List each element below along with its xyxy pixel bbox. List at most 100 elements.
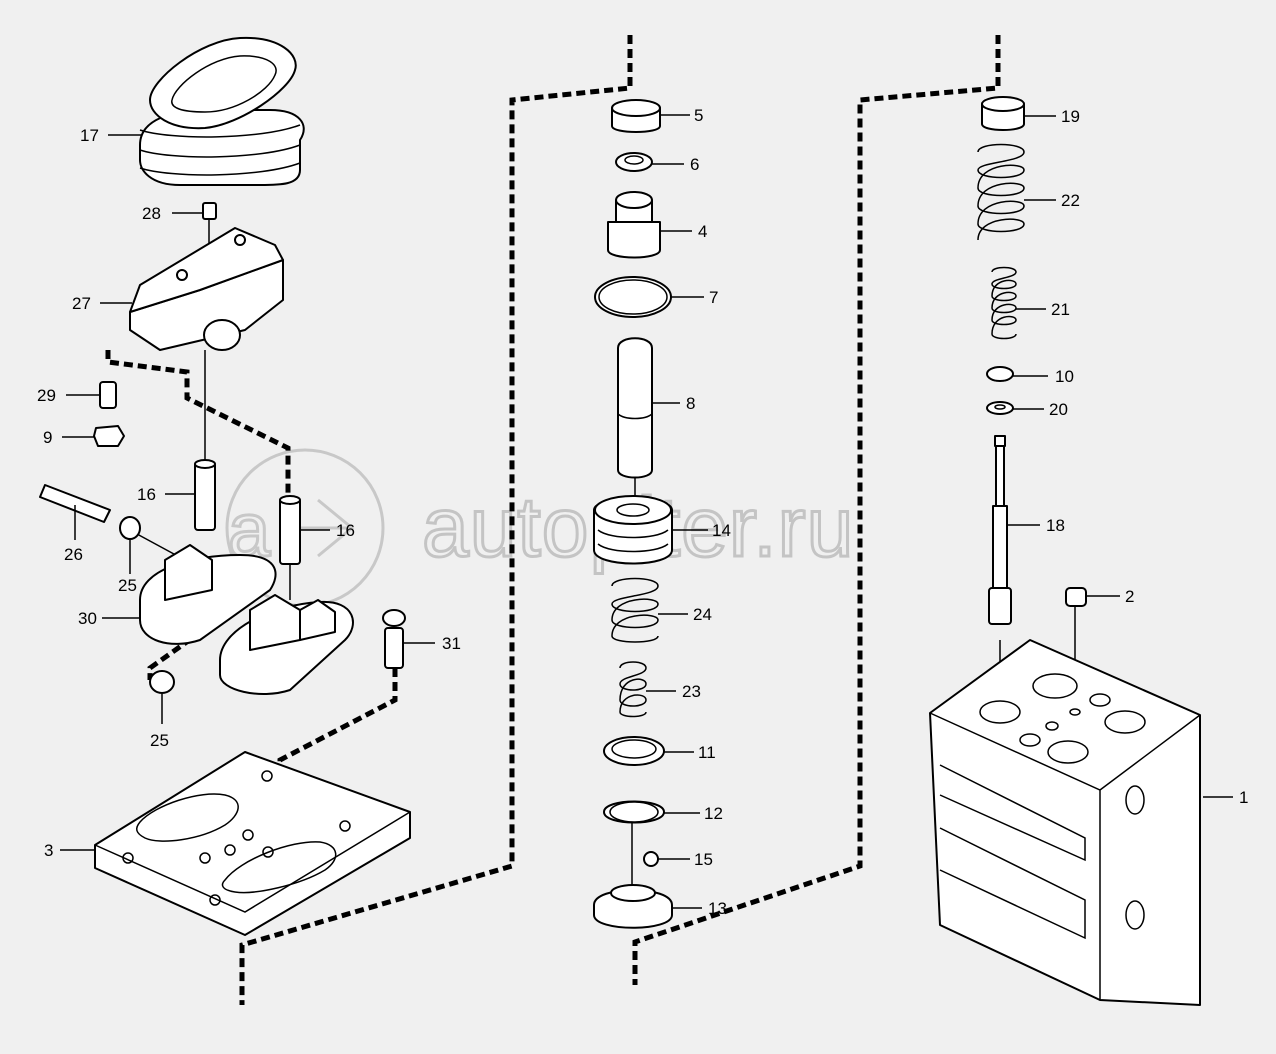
lever-block-top (129, 227, 284, 313)
callout-22: 22 (1061, 191, 1080, 210)
gasket-plate-body (94, 751, 411, 936)
right-column-parts (977, 96, 1087, 625)
dash-line-middle (632, 35, 1001, 985)
pin-16a-body (194, 461, 216, 531)
stem-18-middle (992, 505, 1008, 589)
pin-16b (279, 495, 301, 565)
spring-21 (991, 266, 1017, 340)
bolt-31-body (384, 627, 404, 669)
spring-seat-14-top (594, 495, 672, 525)
bolt-31-head (382, 609, 406, 627)
spring-21-coils (991, 266, 1017, 340)
plug-2 (1065, 587, 1087, 607)
spring-24 (611, 577, 659, 643)
guide-4-base (607, 221, 661, 259)
callout-7: 7 (709, 288, 718, 307)
yoke-right-ear-2 (299, 599, 336, 641)
lever-pivot (203, 319, 241, 351)
bolt-31 (382, 609, 406, 669)
seal-6 (615, 152, 653, 172)
callout-9: 9 (43, 428, 52, 447)
leader-lines (60, 114, 1233, 909)
callouts: 1 2 3 4 5 6 7 8 9 10 11 12 13 14 15 16 1… (37, 106, 1248, 918)
valve-body-outline (929, 639, 1201, 1006)
callout-12: 12 (704, 804, 723, 823)
callout-8: 8 (686, 394, 695, 413)
stem-18 (988, 435, 1012, 625)
callout-11: 11 (698, 743, 716, 762)
cap-19-top (981, 96, 1025, 112)
callout-27: 27 (72, 294, 91, 313)
bushing-25a (119, 516, 141, 540)
gasket-window-2 (221, 841, 337, 894)
set-screw-29 (99, 381, 117, 409)
bellows-top (149, 36, 297, 130)
pin-16b-body (279, 497, 301, 565)
stem-18-base (988, 587, 1012, 625)
stem-18-tip (994, 435, 1006, 447)
yoke-left-ear (164, 544, 213, 601)
callout-3: 3 (44, 841, 53, 860)
oring-7 (594, 276, 672, 318)
nut-9 (93, 425, 125, 447)
lever-hole-1 (176, 269, 188, 281)
spring-24-coils (611, 577, 659, 643)
gasket-window-1 (135, 793, 239, 842)
bellows-folds (139, 124, 301, 176)
set-screw-28 (202, 202, 217, 220)
plunger-8 (617, 337, 653, 479)
yoke-right-ear (249, 594, 301, 651)
bellows-part (139, 36, 305, 186)
retainer-13-top (610, 884, 656, 902)
washer-11 (603, 736, 665, 766)
callout-23: 23 (682, 682, 701, 701)
valve-body-groove-2 (939, 827, 1086, 940)
cap-5-top (611, 99, 661, 117)
callout-4: 4 (698, 222, 707, 241)
valve-body-edges (929, 712, 1201, 1000)
ball-15 (643, 851, 659, 867)
callout-19: 19 (1061, 107, 1080, 126)
clip-10 (986, 366, 1014, 382)
gasket-plate-3 (94, 751, 411, 936)
dash-line-left (239, 35, 633, 1005)
callout-6: 6 (690, 155, 699, 174)
callout-24: 24 (693, 605, 712, 624)
dash-line-lever (105, 350, 291, 498)
callout-1: 1 (1239, 788, 1248, 807)
callout-26: 26 (64, 545, 83, 564)
bushing-25b (149, 670, 175, 694)
valve-body-1 (929, 639, 1201, 1006)
watermark-logo-arrow (300, 498, 355, 558)
washer-20 (986, 401, 1014, 415)
spring-22 (977, 143, 1025, 241)
callout-5: 5 (694, 106, 703, 125)
valve-body-groove-1 (939, 764, 1086, 862)
callout-25b: 25 (150, 731, 169, 750)
snap-ring-12 (603, 800, 665, 824)
lever-hole-2 (234, 234, 246, 246)
bellows-opening (171, 55, 277, 113)
pin-16a (194, 459, 216, 531)
yoke-base-30 (139, 544, 354, 696)
spring-22-coils (977, 143, 1025, 241)
callout-30: 30 (78, 609, 97, 628)
callout-10: 10 (1055, 367, 1074, 386)
spring-23 (619, 661, 647, 718)
watermark: a autopiter.ru (225, 448, 855, 608)
pin-16a-top (194, 459, 216, 469)
callout-16b: 16 (336, 521, 355, 540)
stem-18-upper (995, 445, 1005, 507)
callout-31: 31 (442, 634, 461, 653)
callout-20: 20 (1049, 400, 1068, 419)
callout-18: 18 (1046, 516, 1065, 535)
spring-23-coils (619, 661, 647, 718)
callout-28: 28 (142, 204, 161, 223)
callout-15: 15 (694, 850, 713, 869)
callout-2: 2 (1125, 587, 1134, 606)
callout-13: 13 (708, 899, 727, 918)
callout-25a: 25 (118, 576, 137, 595)
lever-block-part (129, 227, 284, 351)
callout-17: 17 (80, 126, 99, 145)
gasket-plate-edge (94, 811, 411, 913)
